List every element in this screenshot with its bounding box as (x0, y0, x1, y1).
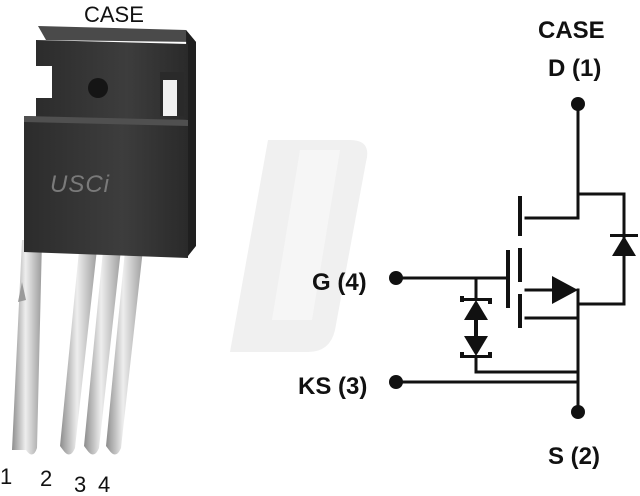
notch-right (163, 80, 177, 116)
mosfet-schematic (396, 104, 626, 412)
lead-2 (60, 240, 98, 455)
kelvin-source-terminal-dot (389, 375, 403, 389)
body-diode-triangle (612, 236, 636, 256)
lead-3 (84, 240, 122, 455)
package-top-face (38, 26, 196, 42)
schematic-case-label: CASE (538, 17, 605, 44)
gate-terminal-dot (389, 271, 403, 285)
lead-4 (106, 240, 144, 455)
mounting-hole (88, 78, 108, 98)
pin-number-4: 4 (98, 472, 110, 496)
package-case-label: CASE (84, 2, 144, 27)
pin-number-2: 2 (40, 466, 52, 491)
kelvin-source-label: KS (3) (298, 373, 367, 400)
to247-package: USCi CASE 1 2 3 4 (0, 2, 196, 496)
notch-left (36, 66, 52, 98)
pin-number-3: 3 (74, 472, 86, 496)
zener-diode-lower (464, 336, 488, 356)
package-brand: USCi (50, 171, 110, 198)
watermark-logo (230, 140, 368, 352)
pin-number-1: 1 (0, 464, 12, 489)
source-label: S (2) (548, 443, 600, 470)
gate-label: G (4) (312, 269, 367, 296)
package-leads (12, 240, 144, 455)
package-body (24, 116, 188, 258)
drain-terminal-dot (571, 97, 585, 111)
drain-label: D (1) (548, 55, 601, 82)
source-terminal-dot (571, 405, 585, 419)
package-tab (36, 40, 188, 120)
package-side-face (186, 30, 196, 256)
body-diode-bar (610, 234, 638, 237)
zener-diode-upper (464, 300, 488, 320)
lead-1 (12, 240, 42, 455)
source-arrow (552, 276, 578, 304)
schematic-symbols (389, 97, 638, 419)
